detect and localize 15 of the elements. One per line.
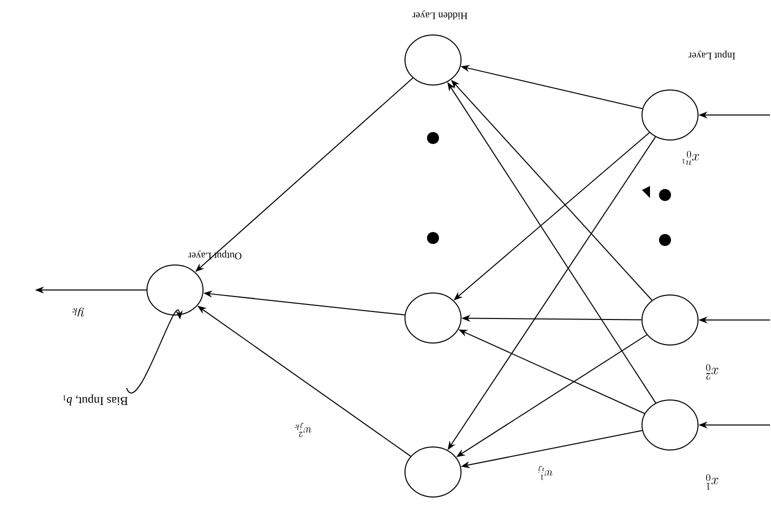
curved-arrow <box>126 310 183 394</box>
edge-label: $x_0^{n_1}$ <box>680 150 700 166</box>
edge-label: $x_0^1$ <box>704 473 720 491</box>
neuron-circle <box>404 34 462 86</box>
neuron-circle <box>404 292 462 344</box>
neuron-circle <box>642 400 698 450</box>
bias-label: Bias Input, b$_{1}$ <box>62 394 128 406</box>
neuron-circle <box>146 264 204 316</box>
edge-label: $x_0^2$ <box>704 363 720 381</box>
neuron-circle <box>404 446 462 498</box>
edge-label: $y_k$ <box>70 306 86 318</box>
neuron-circle <box>642 294 698 346</box>
neuron-circle <box>642 90 698 140</box>
weight-label: $w^2_{jk}$ <box>295 422 312 438</box>
weight-label: $w^1_{ij}$ <box>538 466 553 480</box>
